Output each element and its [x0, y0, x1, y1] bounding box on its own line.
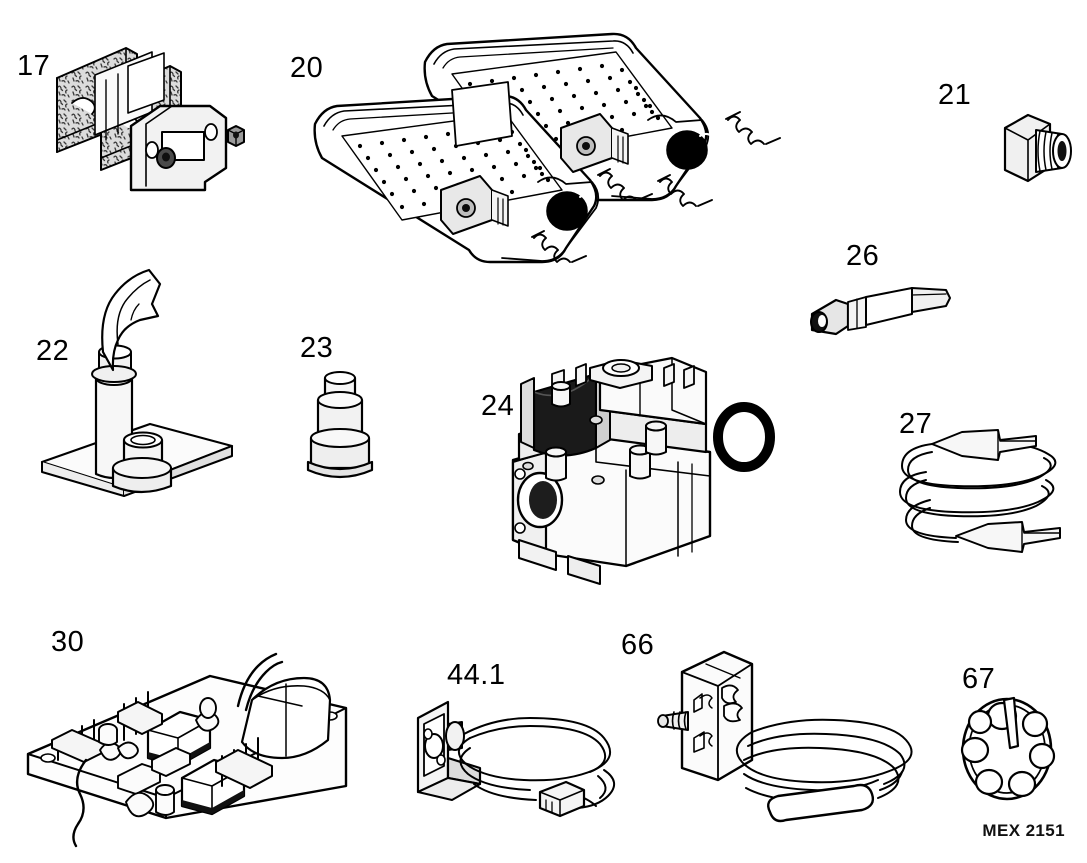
part-44-1-drawing: [416, 700, 615, 818]
part-label-23: 23: [300, 332, 334, 364]
part-label-24: 24: [481, 390, 515, 422]
part-label-30: 30: [51, 626, 85, 658]
part-label-20: 20: [290, 52, 324, 84]
part-27-drawing: [899, 429, 1061, 553]
part-21-drawing: [1003, 113, 1072, 183]
part-22-drawing: [40, 268, 234, 497]
o-ring: [713, 402, 775, 472]
part-label-67: 67: [962, 663, 996, 695]
part-26-drawing: [810, 287, 951, 336]
part-66-drawing: [657, 650, 913, 823]
part-label-44-1: 44.1: [447, 659, 506, 691]
part-23-drawing: [306, 371, 374, 479]
diagram-reference-code: MEX 2151: [982, 821, 1065, 840]
part-17-drawing: [56, 47, 245, 192]
part-30-drawing: [26, 652, 348, 848]
part-20-drawing: [313, 32, 781, 264]
part-label-17: 17: [17, 50, 51, 82]
part-24-drawing: [511, 356, 775, 585]
part-label-27: 27: [899, 408, 933, 440]
part-label-26: 26: [846, 240, 880, 272]
part-label-21: 21: [938, 79, 972, 111]
part-67-drawing: [960, 696, 1056, 801]
part-label-66: 66: [621, 629, 655, 661]
part-label-22: 22: [36, 335, 70, 367]
